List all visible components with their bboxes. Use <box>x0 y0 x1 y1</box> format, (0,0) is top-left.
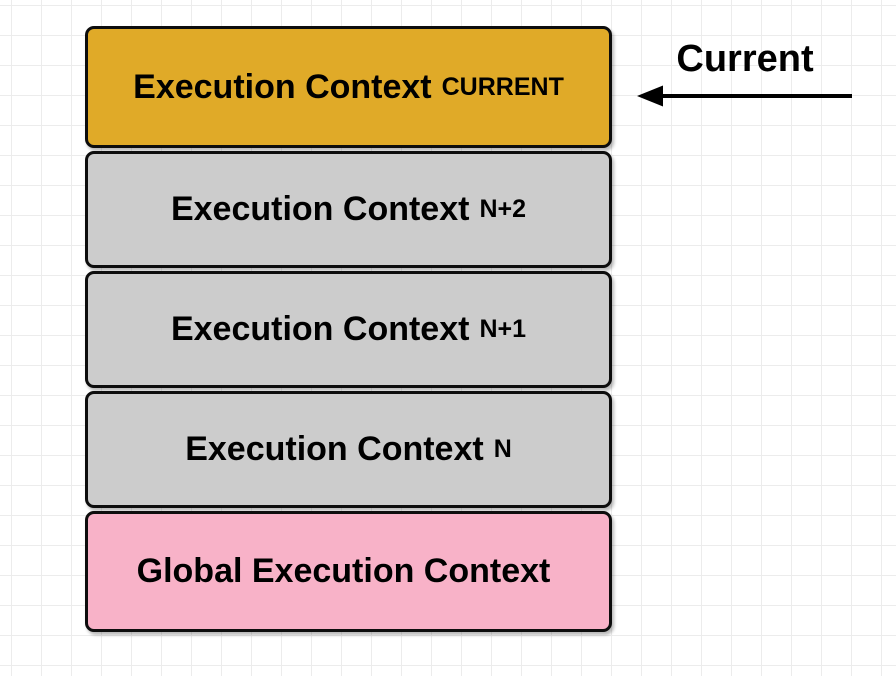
box-label: Execution Context <box>170 190 470 228</box>
box-label: Execution Context <box>185 430 484 468</box>
stack-box-n-plus-1: Execution Context N+1 <box>85 271 612 388</box>
box-suffix: CURRENT <box>441 72 564 101</box>
stack-box-n-plus-2: Execution Context N+2 <box>85 151 612 268</box>
box-label: Execution Context <box>133 67 432 106</box>
current-pointer-label: Current <box>676 38 814 80</box>
box-label: Global Execution Context <box>136 552 551 590</box>
box-label: Execution Context <box>170 310 470 348</box>
box-suffix: N+2 <box>479 195 527 223</box>
box-suffix: N+1 <box>479 315 527 343</box>
stack-box-n: Execution Context N <box>85 391 612 508</box>
current-arrow-icon <box>637 85 852 107</box>
stack-box-current: Execution Context CURRENT <box>85 26 612 148</box>
box-suffix: N <box>493 435 512 463</box>
stack-box-global: Global Execution Context <box>85 511 612 632</box>
